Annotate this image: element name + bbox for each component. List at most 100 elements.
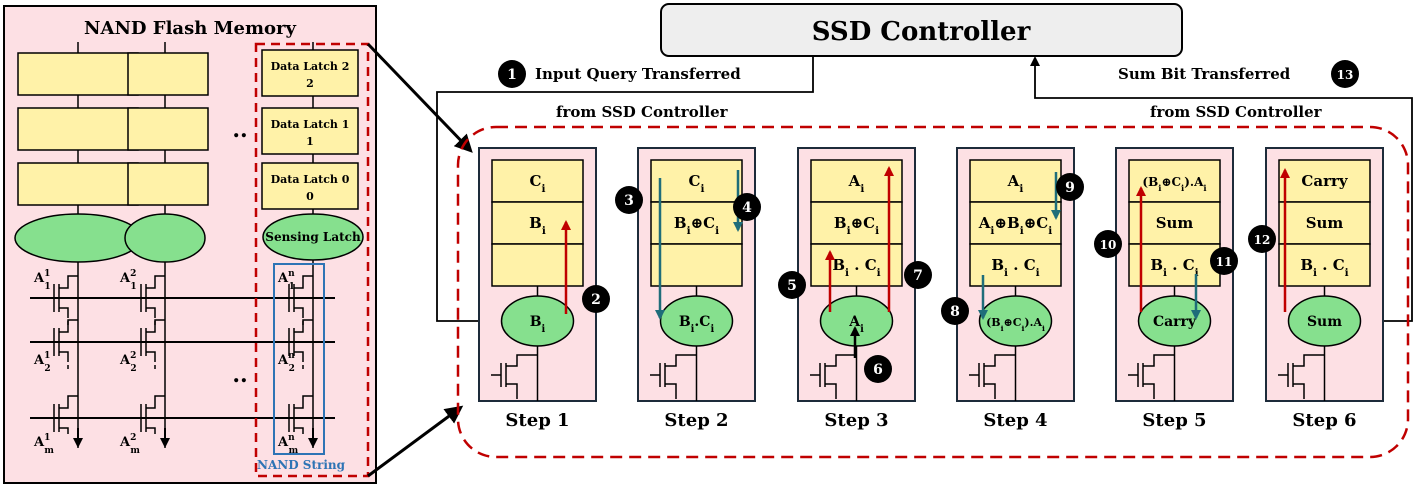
step-number-badge: 1 — [498, 60, 526, 88]
sum-bit-sub: from SSD Controller — [1150, 103, 1323, 121]
latch-cell-label: Ci — [689, 172, 705, 195]
step-number-badge: 6 — [864, 355, 892, 383]
step-number-badge: 4 — [733, 193, 761, 221]
svg-text:10: 10 — [1100, 238, 1117, 252]
step-label: Step 4 — [983, 410, 1047, 431]
latch-cell-label: Bi . Ci — [1300, 256, 1348, 279]
ellipsis-dots: .. — [232, 362, 247, 388]
latch-block — [17, 162, 139, 206]
svg-text:2: 2 — [591, 292, 601, 308]
latch-cell — [969, 243, 1062, 287]
data-latch-0 — [261, 162, 359, 210]
latch-cell-label: Bi⊕Ci — [674, 214, 719, 237]
step-label: Step 1 — [505, 410, 569, 431]
step-label: Step 2 — [664, 410, 728, 431]
sensing-latch-label: Sensing Latch — [265, 230, 361, 244]
sensing-latch — [14, 213, 142, 263]
svg-text:8: 8 — [950, 304, 960, 320]
input-query-sub: from SSD Controller — [556, 103, 729, 121]
svg-text:4: 4 — [742, 200, 752, 216]
step-number-badge: 12 — [1248, 225, 1276, 253]
nand-string-label: NAND String — [257, 458, 346, 472]
step-number-badge: 2 — [582, 285, 610, 313]
latch-cell — [491, 159, 584, 203]
input-query-label: Input Query Transferred — [535, 65, 741, 83]
sum-bit-label: Sum Bit Transferred — [1118, 65, 1291, 83]
sensing-latch — [1287, 295, 1362, 347]
latch-block — [127, 162, 209, 206]
highlight-dashed-box — [254, 42, 370, 478]
step-number-badge: 7 — [904, 261, 932, 289]
latch-block — [17, 107, 139, 151]
svg-text:12: 12 — [1254, 233, 1271, 247]
svg-text:11: 11 — [1216, 255, 1233, 269]
latch-cell-label: Ai⊕Bi⊕Ci — [978, 214, 1052, 237]
zoom-connector-bottom — [367, 405, 464, 478]
latch-cell — [650, 243, 743, 287]
sensing-latch-labeled — [262, 213, 364, 261]
step-number-badge: 13 — [1331, 60, 1359, 88]
latch-block — [17, 52, 139, 96]
latch-cell — [810, 201, 903, 245]
sensing-latch-label: (Bi⊕Ci).Ai — [986, 316, 1045, 333]
latch-cell-label: Bi . Ci — [1150, 256, 1198, 279]
step-number-badge: 5 — [778, 271, 806, 299]
steps-container — [456, 125, 1410, 459]
latch-block — [127, 107, 209, 151]
data-latch-1 — [261, 107, 359, 155]
sensing-latch — [1137, 295, 1212, 347]
step-number-badge: 3 — [615, 186, 643, 214]
latch-cell — [1278, 243, 1371, 287]
nand-string-box — [273, 263, 325, 455]
svg-text:9: 9 — [1065, 180, 1075, 196]
latch-cell-label: Bi — [529, 214, 546, 237]
nand-title: NAND Flash Memory — [84, 18, 296, 39]
step-number-badge: 11 — [1210, 247, 1238, 275]
step-number-badge: 9 — [1056, 173, 1084, 201]
data-latch-2-label: Data Latch 2 — [271, 60, 350, 73]
arrows-group — [561, 166, 1290, 358]
latch-cell — [1278, 159, 1371, 203]
data-latch-0-label: Data Latch 0 — [271, 173, 350, 186]
latch-cell — [1128, 243, 1221, 287]
transistor-icon — [36, 395, 83, 448]
svg-text:3: 3 — [624, 193, 634, 209]
svg-text:1: 1 — [306, 135, 314, 148]
data-latch-1-label: Data Latch 1 — [271, 118, 350, 131]
transistor-icon — [123, 395, 170, 448]
latch-cell-label: Bi . Ci — [832, 256, 880, 279]
svg-text:5: 5 — [787, 278, 797, 294]
step-label: Step 3 — [824, 410, 888, 431]
svg-text:0: 0 — [306, 190, 314, 203]
sensing-latch-label: Sum — [1307, 314, 1342, 330]
latch-cell-label: Bi⊕Ci — [834, 214, 879, 237]
latch-cell-label: (Bi⊕Ci).Ai — [1142, 175, 1206, 193]
ellipsis-dots: .. — [232, 117, 247, 143]
latch-cell-label: Ai — [1007, 172, 1024, 195]
zoom-connector-top — [366, 42, 473, 153]
latch-cell-label: Ci — [530, 172, 546, 195]
latch-cell — [1128, 201, 1221, 245]
transistor-icon — [36, 319, 78, 372]
sensing-latch — [500, 295, 575, 347]
transistor-icon — [123, 319, 165, 372]
data-latch-2 — [261, 49, 359, 97]
latch-cell — [650, 201, 743, 245]
sensing-latch-label: Carry — [1153, 314, 1197, 330]
latch-block — [127, 52, 209, 96]
step-number-badge: 8 — [941, 297, 969, 325]
step-label: Step 6 — [1292, 410, 1356, 431]
latch-cell — [969, 201, 1062, 245]
nand-flash-panel: NAND Flash Memory .. .. Data Latch 2 2 D… — [3, 5, 377, 484]
svg-text:2: 2 — [306, 77, 314, 90]
svg-text:13: 13 — [1337, 68, 1354, 82]
step-label: Step 5 — [1142, 410, 1206, 431]
ssd-controller-title: SSD Controller — [812, 17, 1031, 47]
